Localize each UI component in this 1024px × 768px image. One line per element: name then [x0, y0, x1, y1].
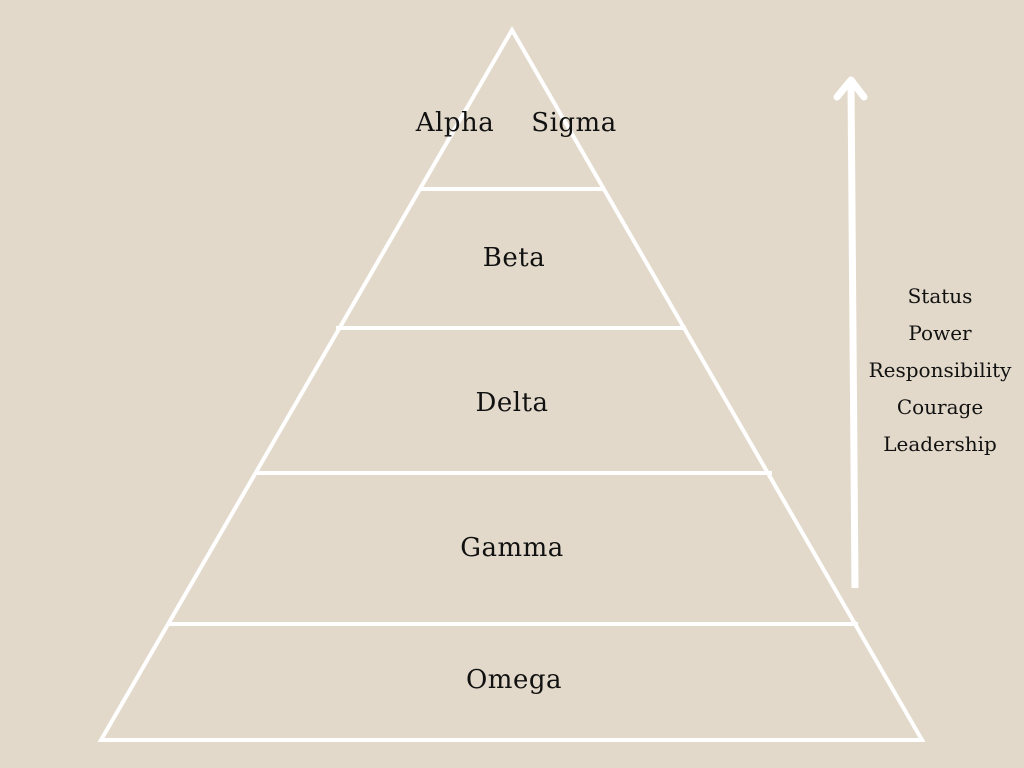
attribute-item: Status: [907, 284, 973, 308]
arrow-head-icon: [833, 76, 868, 101]
tier-label-beta: Beta: [482, 243, 546, 273]
attribute-item: Power: [908, 321, 972, 345]
arrow-attribute-list: Status Power Responsibility Courage Lead…: [860, 278, 1020, 463]
tier-label-delta: Delta: [475, 388, 549, 418]
tier-label-sigma: Sigma: [531, 108, 617, 138]
tier-label-omega: Omega: [465, 665, 563, 695]
attribute-item: Courage: [896, 395, 984, 419]
attribute-item: Responsibility: [868, 358, 1012, 382]
arrow-shaft: [847, 83, 859, 589]
tier-label-alpha: Alpha: [415, 108, 495, 138]
attribute-item: Leadership: [883, 432, 997, 456]
pyramid-outline: [97, 26, 926, 742]
tier-label-gamma: Gamma: [460, 533, 564, 563]
